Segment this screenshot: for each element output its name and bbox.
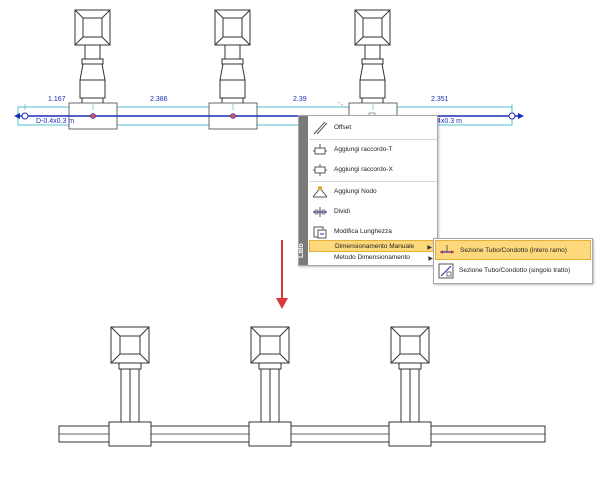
submenu-arrow-icon: ▶ <box>428 256 433 262</box>
context-menu-strip: Lato <box>298 116 308 265</box>
pipe-size-label-left: D-0.4x0.3 m <box>36 118 75 125</box>
menu-separator <box>309 181 437 182</box>
node-marker-2 <box>230 113 236 119</box>
single-segment-icon <box>438 263 454 279</box>
result-unit-1 <box>110 326 150 426</box>
menu-item-label: Metodo Dimensionamento <box>334 254 410 261</box>
result-unit-2 <box>250 326 290 426</box>
pipe-size-label-right: 4x0.3 m <box>437 118 462 125</box>
menu-item-manual-sizing[interactable]: Dimensionamento Manuale ▶ <box>309 240 437 252</box>
context-menu: Lato Offset Aggiungi raccordo-T Aggiungi… <box>298 115 438 266</box>
submenu-item-single-segment[interactable]: Sezione Tubo/Condotto (singolo tratto) <box>435 261 591 281</box>
menu-item-sizing-method[interactable]: Metodo Dimensionamento ▶ <box>309 252 437 264</box>
whole-branch-icon <box>440 245 454 254</box>
submenu-item-label: Sezione Tubo/Condotto (singolo tratto) <box>459 267 571 274</box>
cross-fitting-icon <box>313 164 327 176</box>
offset-icon <box>313 121 328 135</box>
submenu: Sezione Tubo/Condotto (intero ramo) Sezi… <box>433 238 593 284</box>
result-unit-3 <box>390 326 430 426</box>
menu-separator <box>309 139 437 140</box>
menu-item-label: Modifica Lunghezza <box>334 228 392 235</box>
tee-fitting-icon <box>313 144 327 155</box>
node-marker-1 <box>90 113 96 119</box>
dimension-label-2: 2.386 <box>150 96 168 103</box>
length-icon <box>313 226 327 239</box>
context-menu-strip-label: Lato <box>298 243 305 259</box>
top-terminal-units <box>74 9 391 114</box>
split-icon <box>313 207 327 217</box>
menu-item-split[interactable]: Dividi <box>309 202 437 222</box>
transition-arrow-icon <box>276 240 288 309</box>
menu-item-label: Aggiungi raccordo-T <box>334 146 393 153</box>
dimension-label-4: 2.351 <box>431 96 449 103</box>
left-arrow-icon <box>14 113 20 119</box>
terminal-unit-3 <box>354 9 391 114</box>
menu-item-offset[interactable]: Offset <box>309 118 437 138</box>
right-endpoint-icon <box>508 112 516 120</box>
right-arrow-icon <box>518 113 524 119</box>
menu-item-label: Dividi <box>334 208 350 215</box>
terminal-unit-2 <box>214 9 251 114</box>
menu-item-label: Aggiungi raccordo-X <box>334 166 393 173</box>
dimension-label-3: 2.39 <box>293 96 307 103</box>
menu-item-add-cross[interactable]: Aggiungi raccordo-X <box>309 160 437 180</box>
submenu-item-label: Sezione Tubo/Condotto (intero ramo) <box>460 247 567 254</box>
left-endpoint-icon <box>21 112 29 120</box>
bottom-diagram <box>58 326 546 447</box>
menu-item-label: Dimensionamento Manuale <box>335 243 415 250</box>
terminal-unit-1 <box>74 9 111 114</box>
menu-item-label: Offset <box>334 124 352 131</box>
menu-item-modify-length[interactable]: Modifica Lunghezza <box>309 222 437 242</box>
dimension-label-1: 1.167 <box>48 96 66 103</box>
menu-item-label: Aggiungi Nodo <box>334 188 377 195</box>
menu-item-add-node[interactable]: Aggiungi Nodo <box>309 182 437 202</box>
menu-item-add-tee[interactable]: Aggiungi raccordo-T <box>309 140 437 160</box>
submenu-item-whole-branch[interactable]: Sezione Tubo/Condotto (intero ramo) <box>435 240 591 260</box>
node-icon <box>312 186 328 198</box>
submenu-arrow-icon: ▶ <box>427 245 432 251</box>
